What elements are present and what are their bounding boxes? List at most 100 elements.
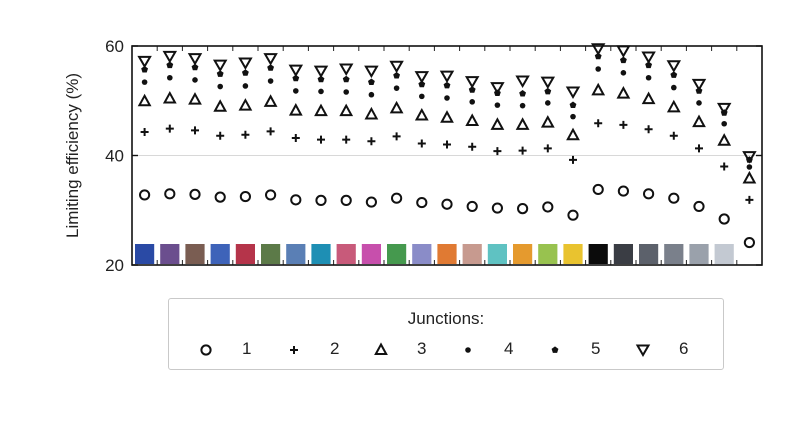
legend-label: 5 (591, 339, 601, 358)
data-point-plus (468, 142, 477, 151)
data-point-dot (217, 83, 223, 90)
data-point-triangle-up (238, 98, 253, 111)
data-point-circle (643, 188, 655, 200)
data-point-plus (493, 147, 502, 156)
data-point-triangle-up (591, 82, 606, 96)
data-point-triangle-down (464, 76, 480, 89)
data-point-plus (669, 131, 678, 140)
data-point-circle (592, 183, 604, 196)
data-point-triangle-up (515, 117, 530, 130)
data-point-pentagon (166, 61, 174, 69)
data-point-triangle-up (641, 91, 656, 105)
data-point-pentagon (241, 69, 249, 76)
color-swatch (588, 244, 608, 264)
data-point-dot (721, 120, 727, 127)
y-tick-label: 40 (105, 147, 124, 166)
data-point-plus (720, 162, 729, 171)
data-point-dot (141, 79, 148, 85)
data-point-triangle-up (540, 115, 555, 128)
legend-label: 2 (330, 339, 340, 358)
data-point-pentagon (216, 70, 224, 77)
data-point-pentagon (569, 101, 577, 109)
legend-item-6: 6 (633, 337, 713, 363)
data-point-triangle-down (414, 71, 430, 84)
data-point-pentagon (367, 78, 375, 86)
data-point-pentagon (544, 87, 552, 95)
data-point-triangle-up (465, 113, 480, 127)
data-point-plus (191, 126, 199, 135)
data-point-circle (365, 196, 377, 208)
data-point-circle (416, 196, 428, 209)
data-point-pentagon (191, 63, 199, 71)
color-swatch (437, 244, 457, 264)
color-swatch (462, 244, 482, 264)
data-point-triangle-up (566, 127, 580, 141)
data-point-circle (491, 202, 503, 214)
data-point-plus (745, 195, 754, 204)
data-point-circle (718, 213, 730, 225)
data-point-triangle-down (313, 65, 329, 79)
data-point-triangle-down (565, 86, 581, 99)
data-point-circle (139, 189, 151, 201)
legend-title: Junctions: (407, 309, 485, 328)
data-point-triangle-down (590, 43, 606, 56)
data-point-pentagon (594, 52, 602, 60)
data-point-dot (696, 100, 702, 106)
data-point-circle (239, 190, 251, 203)
data-point-pentagon (670, 71, 678, 78)
data-point-plus (443, 140, 451, 149)
color-swatch (311, 244, 331, 264)
data-point-plus (266, 127, 275, 136)
data-point-circle (517, 203, 529, 215)
data-point-triangle-up (616, 86, 631, 99)
data-point-triangle-up (742, 170, 757, 184)
data-point-triangle-down (187, 53, 203, 66)
data-point-triangle-up (339, 103, 354, 117)
data-point-triangle-down (439, 70, 455, 84)
data-point-plus (367, 137, 376, 146)
legend-marker-circle (200, 344, 212, 356)
data-point-triangle-down (137, 55, 152, 69)
legend-marker-shape (200, 344, 212, 356)
data-point-plus (317, 135, 325, 144)
data-point-dot (746, 164, 753, 170)
data-point-dot (343, 89, 350, 95)
data-point-plus (695, 144, 703, 153)
data-point-circle (315, 194, 327, 206)
color-swatch (235, 244, 255, 264)
color-swatch (286, 244, 306, 264)
data-point-dot (192, 77, 198, 83)
data-point-dot (620, 70, 627, 76)
data-point-triangle-up (314, 103, 328, 117)
data-point-circle (617, 185, 630, 197)
data-point-circle (466, 200, 478, 213)
legend-marker-shape (635, 344, 651, 357)
data-point-plus (291, 133, 300, 142)
color-swatch (538, 244, 558, 264)
data-point-triangle-down (666, 60, 682, 73)
data-point-circle (693, 200, 705, 213)
data-point-pentagon (342, 75, 350, 83)
data-point-plus (140, 127, 149, 136)
data-point-circle (189, 188, 201, 200)
legend-item-1: 1 (196, 337, 276, 363)
data-point-dot (645, 74, 652, 81)
data-point-dot (393, 85, 400, 91)
color-swatch (613, 244, 633, 264)
data-point-plus (619, 120, 628, 129)
data-point-triangle-down (490, 82, 505, 95)
y-tick-label: 20 (105, 256, 124, 275)
data-point-triangle-down (263, 53, 278, 66)
data-point-circle (441, 198, 453, 210)
color-swatch (412, 244, 432, 264)
data-point-triangle-up (162, 90, 177, 104)
data-point-triangle-up (213, 99, 228, 112)
data-point-triangle-down (742, 151, 757, 164)
data-point-triangle-down (540, 76, 556, 90)
data-point-triangle-up (414, 107, 429, 121)
data-point-dot (595, 66, 601, 72)
color-swatch (387, 244, 407, 264)
data-point-triangle-down (212, 59, 228, 73)
